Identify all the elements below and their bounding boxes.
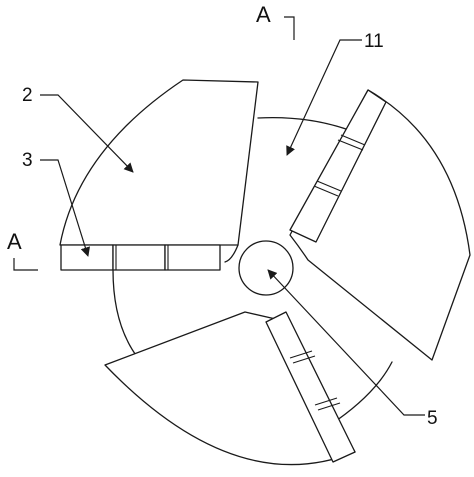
insert-lower-strip [265, 311, 356, 463]
insert-right-divider-3 [313, 185, 339, 197]
disc-arc-bottom-right [329, 361, 393, 426]
leader-5 [267, 269, 425, 416]
label-2: 2 [22, 85, 33, 106]
insert-left-2 [112, 244, 166, 271]
leader-2 [40, 94, 134, 173]
leader-11 [286, 39, 362, 156]
insert-lower-divider-1 [289, 350, 313, 359]
insert-lower-divider-2 [292, 355, 316, 364]
insert-lower-divider-4 [317, 402, 341, 411]
disc-arc-left [112, 269, 139, 359]
section-mark-top: A [256, 2, 271, 27]
blade-upper-left-notch [224, 244, 239, 263]
central-hub [238, 240, 294, 296]
insert-left-1 [60, 244, 114, 271]
blade-upper-left [59, 79, 259, 263]
blade-upper-left-body [59, 79, 259, 246]
insert-right-divider-1 [337, 139, 364, 151]
label-5: 5 [427, 408, 438, 429]
label-11: 11 [364, 31, 384, 52]
insert-lower-divider-3 [314, 397, 338, 406]
label-3: 3 [22, 150, 33, 171]
leader-3 [40, 159, 91, 257]
insert-right-strip [289, 89, 387, 243]
section-mark-left-bracket [13, 258, 38, 271]
inserts-left-row [60, 244, 221, 271]
insert-right-divider-2 [340, 134, 366, 146]
insert-right-divider-4 [316, 180, 342, 192]
section-mark-top-bracket [284, 16, 295, 40]
insert-left-3 [164, 244, 221, 271]
section-mark-left: A [7, 229, 22, 254]
inserts-lower-row [265, 311, 356, 463]
inserts-right-row [289, 89, 387, 243]
